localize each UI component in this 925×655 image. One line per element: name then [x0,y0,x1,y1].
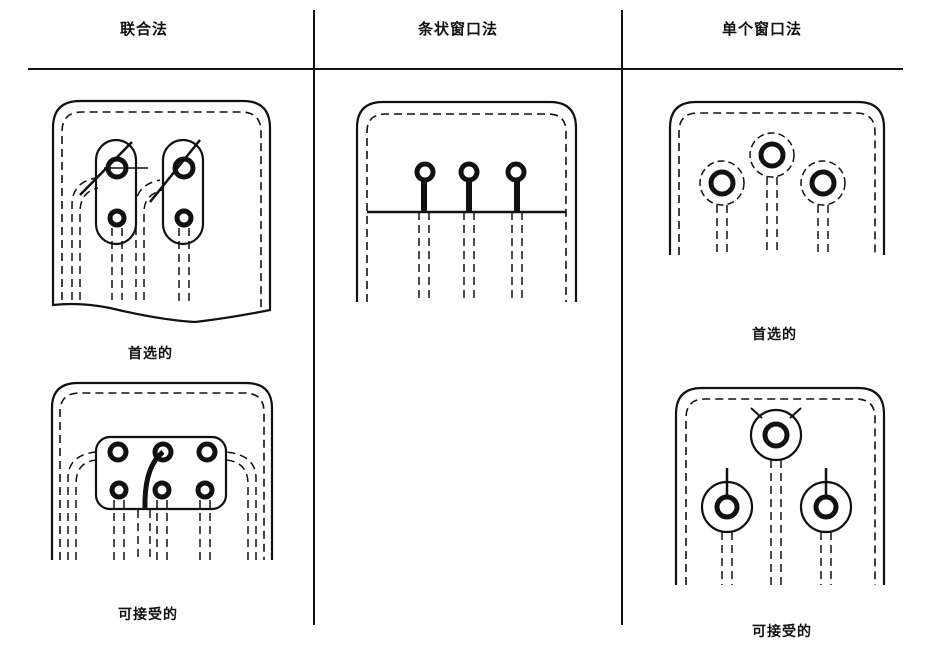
strip-window-board [355,100,578,302]
caption-combined-preferred: 首选的 [128,346,173,362]
header-strip-window-method: 条状窗口法 [418,20,499,38]
header-combined-method: 联合法 [120,20,169,38]
column-divider-2 [621,10,623,625]
combined-preferred-board [51,99,272,324]
header-divider [28,68,903,70]
caption-single-acceptable: 可接受的 [752,624,812,640]
single-acceptable-board [674,386,886,585]
column-divider-1 [313,10,315,625]
combined-acceptable-board [50,381,274,560]
caption-combined-acceptable: 可接受的 [118,607,178,623]
header-single-window-method: 单个窗口法 [722,20,803,38]
caption-single-preferred: 首选的 [752,327,797,343]
single-preferred-board [668,100,886,255]
